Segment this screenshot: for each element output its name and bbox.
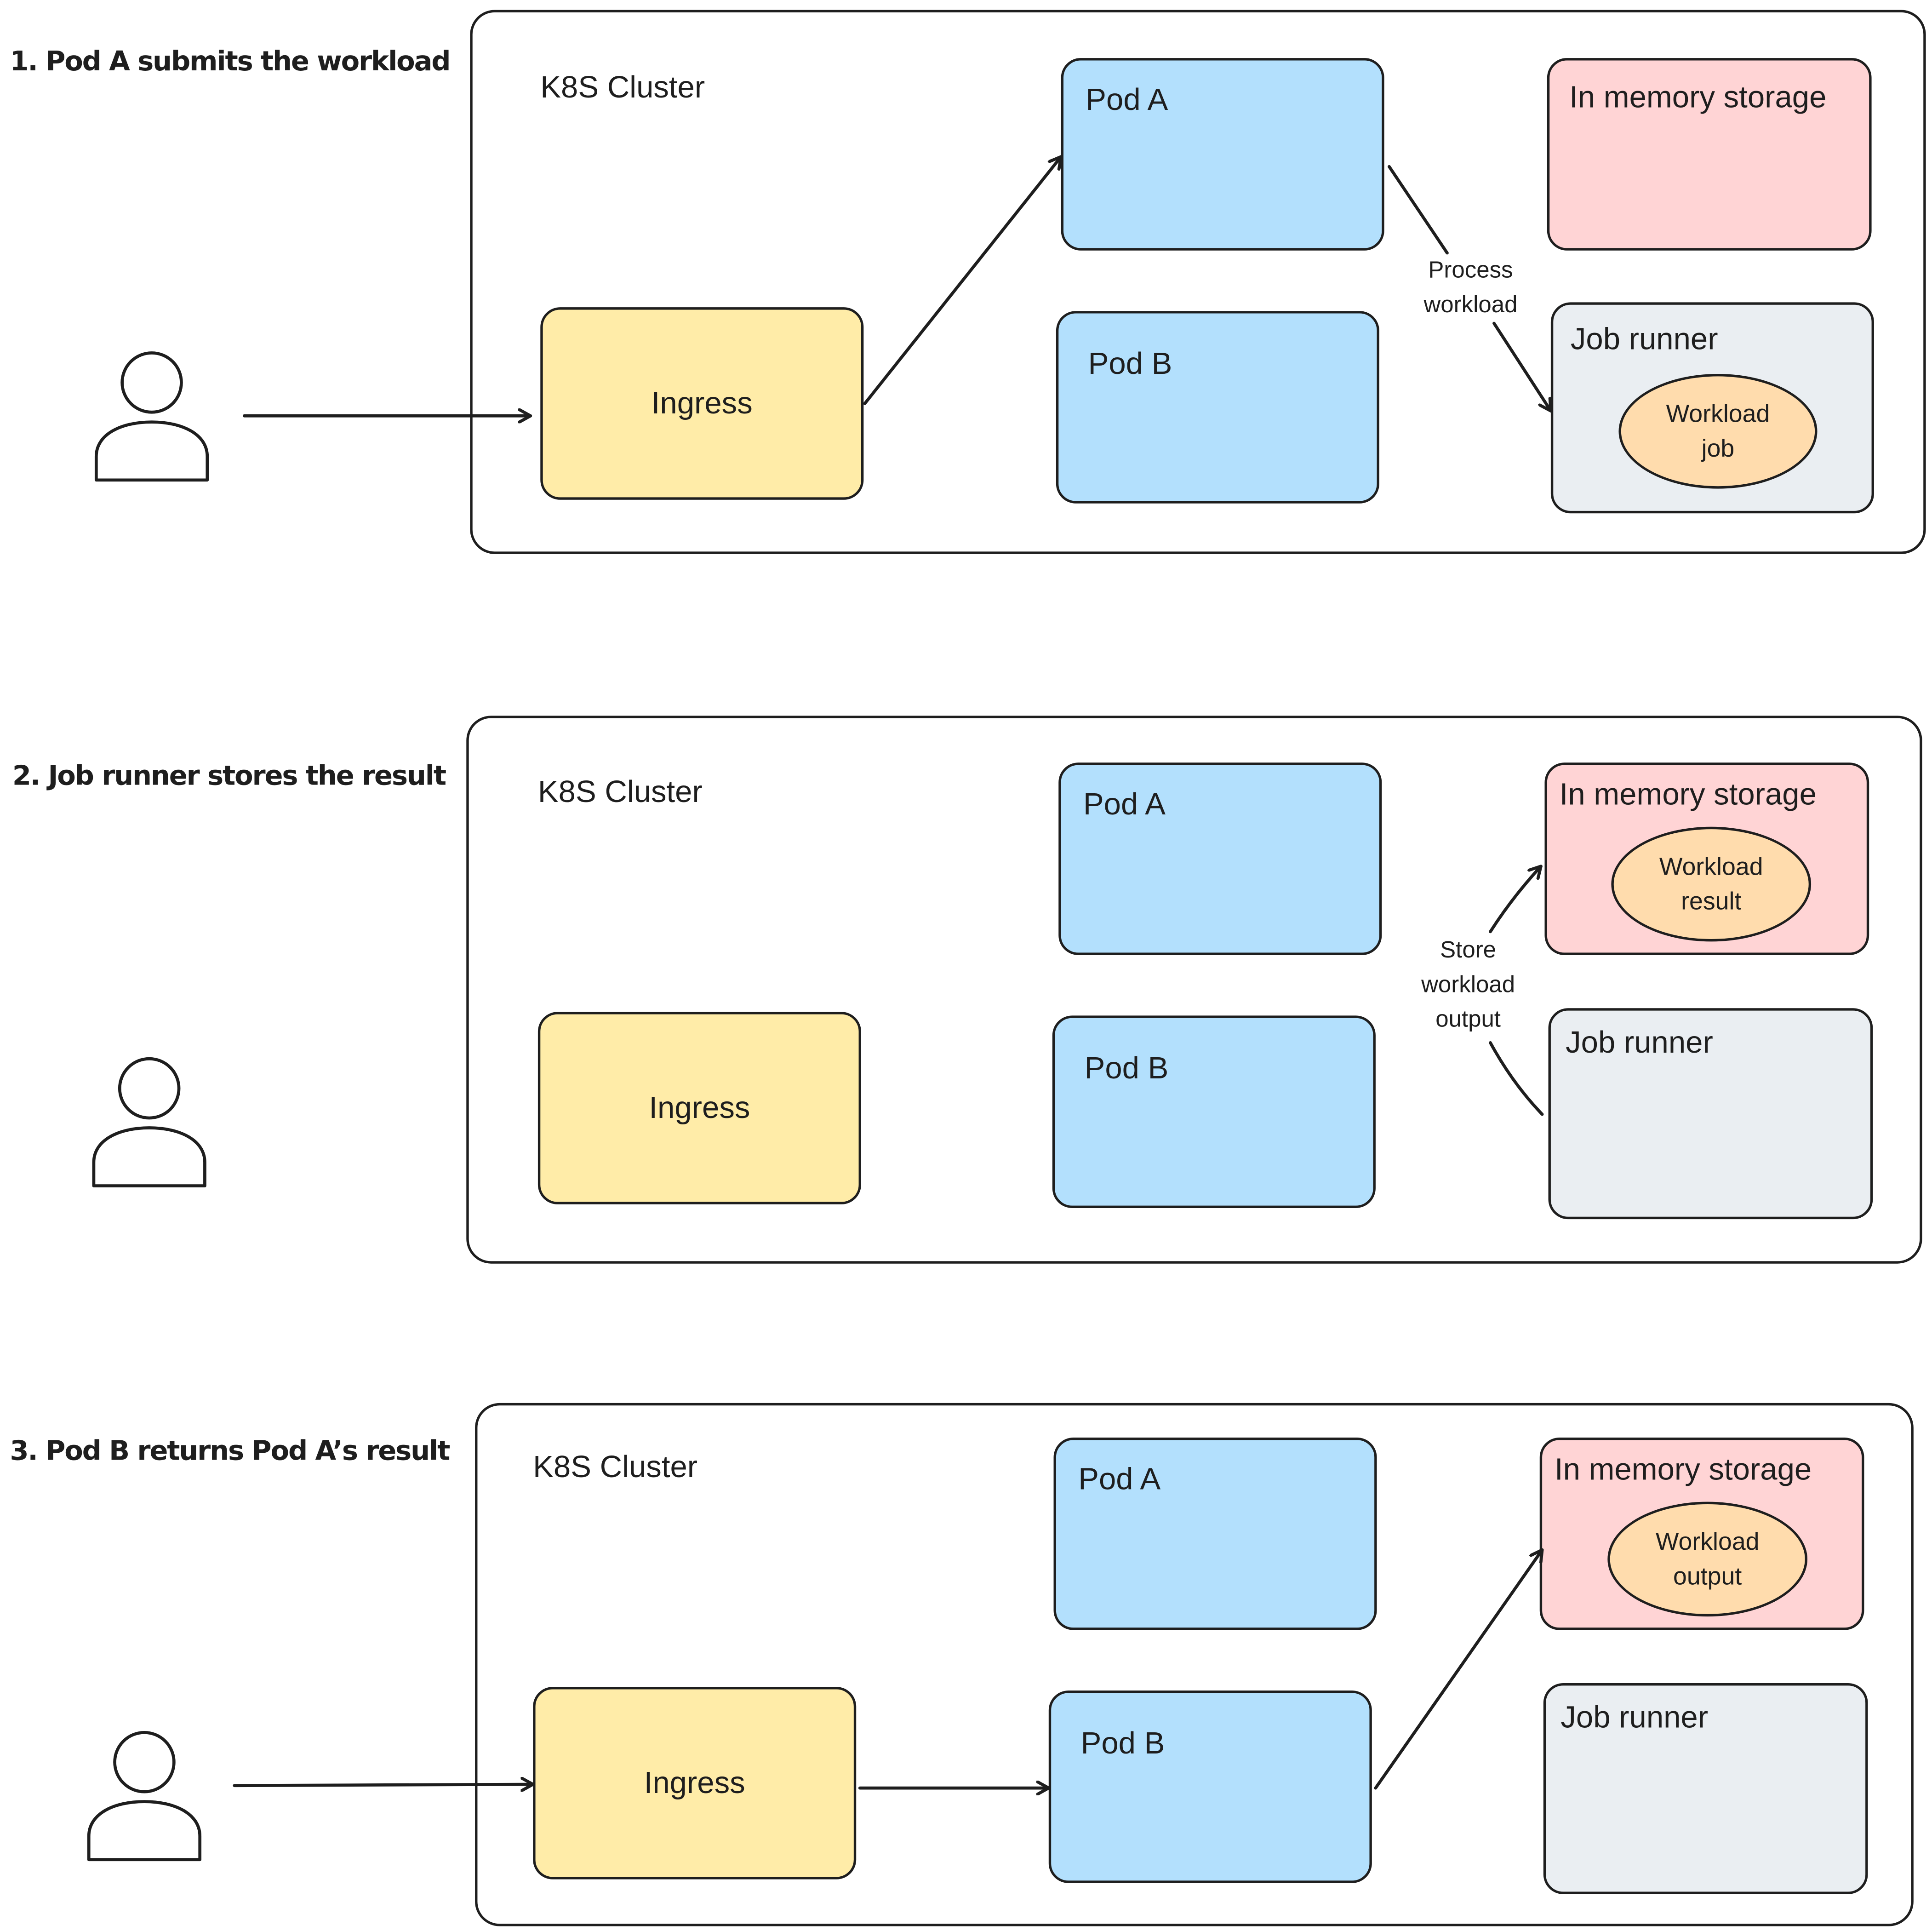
- step-2-workload-result-node: Workload result: [1611, 826, 1812, 942]
- step-2-memory-label: In memory storage: [1559, 777, 1817, 812]
- step-1-edge-label-line-2: workload: [1423, 292, 1518, 319]
- step-3-workload-output-line-1: Workload: [1655, 1528, 1760, 1556]
- step-1-arrow-pod-a-to-runner-top: [1388, 165, 1449, 255]
- step-1-k8s-cluster: [470, 10, 1926, 554]
- step-2-edge-label-line-3: output: [1435, 1007, 1501, 1033]
- step-3-workload-output-line-2: output: [1673, 1563, 1742, 1590]
- step-2-title: 2. Job runner stores the result: [12, 761, 446, 792]
- step-2-arrow-label-to-memory: [1489, 865, 1543, 934]
- user-icon-step-1: [94, 351, 209, 482]
- step-3-k8s-cluster: [475, 1403, 1914, 1926]
- step-1-pod-b-box: Pod B: [1056, 311, 1379, 504]
- step-1-memory-label: In memory storage: [1569, 80, 1827, 115]
- step-2-pod-b-box: Pod B: [1052, 1015, 1376, 1208]
- step-3-job-runner-box: Job runner: [1543, 1683, 1868, 1894]
- step-3-title: 3. Pod B returns Pod A’s result: [10, 1436, 450, 1467]
- step-3-cluster-label: K8S Cluster: [533, 1450, 698, 1485]
- step-1-arrow-ingress-to-pod-a: [863, 155, 1063, 405]
- step-2-edge-label-line-2: workload: [1421, 972, 1515, 998]
- step-2-edge-label-line-1: Store: [1440, 938, 1497, 964]
- step-2-cluster-label: K8S Cluster: [537, 775, 703, 810]
- step-1-pod-b-label: Pod B: [1088, 347, 1172, 382]
- step-3-pod-a-label: Pod A: [1078, 1462, 1161, 1497]
- step-1-title: 1. Pod A submits the workload: [10, 46, 451, 78]
- step-1-workload-job-node: Workload job: [1618, 374, 1818, 489]
- step-2-ingress-label: Ingress: [649, 1090, 750, 1125]
- step-2-arrow-runner-to-label: [1489, 1041, 1544, 1116]
- step-3-job-runner-label: Job runner: [1560, 1700, 1709, 1735]
- user-icon-step-2: [92, 1057, 206, 1188]
- step-2-workload-result-line-1: Workload: [1659, 853, 1763, 881]
- step-3-workload-output-node: Workload output: [1607, 1501, 1808, 1617]
- step-3-ingress-box: Ingress: [533, 1687, 857, 1879]
- step-2-ingress-box: Ingress: [537, 1012, 861, 1204]
- step-1-workload-job-line-2: job: [1701, 435, 1735, 462]
- step-1-workload-job-line-1: Workload: [1666, 400, 1770, 428]
- step-1-ingress-label: Ingress: [651, 385, 753, 420]
- step-1-process-workload-label: Process workload: [1407, 254, 1534, 324]
- step-1-ingress-box: Ingress: [540, 307, 864, 500]
- step-2-store-output-label: Store workload output: [1404, 934, 1532, 1038]
- step-2-k8s-cluster: [466, 716, 1922, 1264]
- step-3-memory-label: In memory storage: [1554, 1452, 1812, 1487]
- step-1-edge-label-line-1: Process: [1428, 258, 1513, 284]
- step-2-pod-a-box: Pod A: [1058, 762, 1382, 955]
- step-3-arrow-user-to-ingress: [233, 1784, 535, 1786]
- step-3-pod-b-box: Pod B: [1048, 1690, 1372, 1883]
- step-1-pod-a-label: Pod A: [1086, 82, 1168, 117]
- user-icon-step-3: [87, 1730, 202, 1862]
- step-1-arrow-pod-a-to-runner-bottom: [1492, 321, 1553, 413]
- step-1-pod-a-box: Pod A: [1061, 58, 1384, 251]
- step-2-pod-b-label: Pod B: [1084, 1051, 1169, 1086]
- step-2-workload-result-line-2: result: [1681, 888, 1742, 915]
- step-3-pod-a-box: Pod A: [1053, 1438, 1377, 1630]
- step-3-ingress-label: Ingress: [644, 1765, 745, 1800]
- step-3-arrow-pod-b-to-memory: [1374, 1548, 1544, 1790]
- step-1-job-runner-label: Job runner: [1570, 322, 1718, 357]
- step-1-cluster-label: K8S Cluster: [540, 70, 705, 105]
- step-1-memory-box: In memory storage: [1547, 58, 1872, 251]
- step-2-job-runner-box: Job runner: [1548, 1008, 1873, 1220]
- step-2-job-runner-label: Job runner: [1566, 1025, 1713, 1060]
- step-2-pod-a-label: Pod A: [1083, 787, 1166, 822]
- step-3-pod-b-label: Pod B: [1080, 1726, 1165, 1761]
